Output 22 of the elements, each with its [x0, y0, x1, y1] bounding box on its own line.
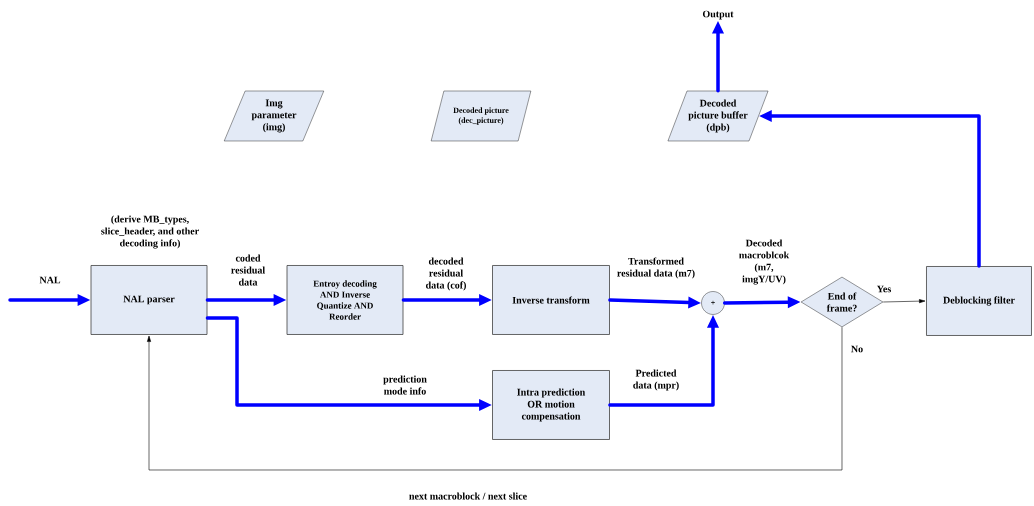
- edge-label: Decoded macroblcok (m7, imgY/UV): [739, 239, 790, 285]
- loop-label: next macroblock / next slice: [409, 492, 527, 500]
- edge-label: No: [851, 345, 863, 353]
- data-parallelogram: Decoded picture (dec_picture): [430, 90, 532, 142]
- edge-label: coded residual data: [231, 254, 265, 286]
- data-parallelogram: Decoded picture buffer (dpb): [667, 90, 769, 142]
- process-box: Deblocking filter: [926, 266, 1032, 336]
- process-box: Inverse transform: [492, 265, 610, 335]
- edge-label: Predicted data (mpr): [633, 369, 679, 391]
- arrow: [882, 299, 926, 304]
- edge-label: NAL: [39, 276, 61, 284]
- process-box: NAL parser: [90, 265, 208, 335]
- edge-label: prediction mode info: [383, 375, 427, 395]
- data-parallelogram: Img parameter (img): [224, 90, 325, 142]
- output-label: Output: [702, 10, 734, 20]
- process-box: Entroy decoding AND Inverse Quantize AND Reorder: [286, 265, 404, 335]
- annotation-text: (derive MB_types, slice_header, and other decoding info): [101, 215, 199, 249]
- edge-label: Transformed residual data (m7): [617, 257, 695, 279]
- edge-label: decoded residual data (cof): [426, 257, 466, 291]
- summing-junction: +: [701, 291, 725, 315]
- process-box: Intra prediction OR motion compensation: [492, 370, 610, 440]
- arrow: [147, 326, 843, 471]
